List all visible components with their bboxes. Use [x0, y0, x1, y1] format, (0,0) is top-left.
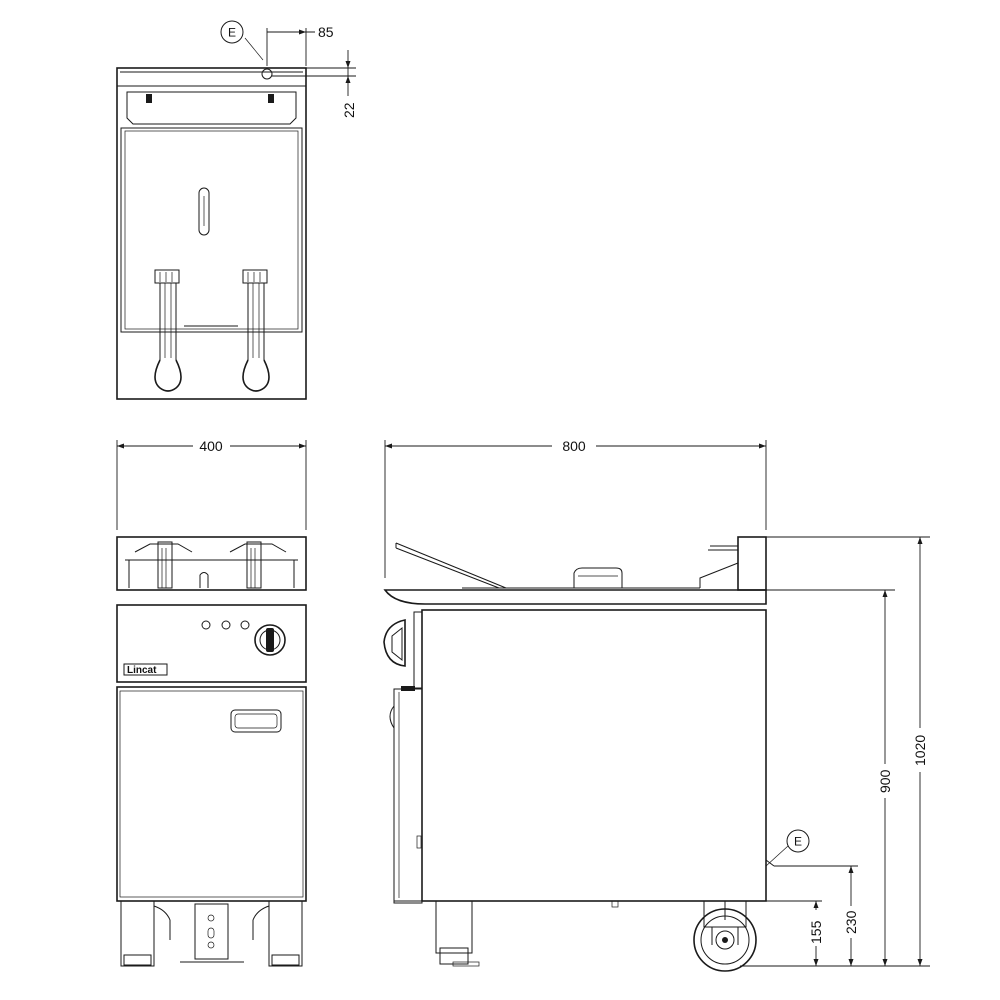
dim-85: 85 — [266, 24, 334, 66]
svg-text:900: 900 — [877, 769, 893, 793]
top-view — [116, 37, 307, 400]
brand-logo: Lincat — [127, 665, 157, 676]
svg-text:800: 800 — [562, 438, 586, 454]
dim-230: 230 — [843, 866, 859, 966]
dim-22: 22 — [272, 50, 357, 118]
dim-900: 900 — [877, 590, 893, 966]
marker-letter: E — [794, 835, 802, 849]
left-basket-handle — [154, 269, 182, 392]
dim-400: 400 — [116, 438, 307, 530]
connection-marker-side: E — [765, 829, 810, 867]
connection-marker-top: E — [220, 20, 244, 44]
svg-text:400: 400 — [199, 438, 223, 454]
marker-letter: E — [228, 26, 236, 40]
dim-1020: 1020 — [912, 537, 928, 966]
svg-text:155: 155 — [808, 920, 824, 944]
svg-text:22: 22 — [341, 102, 357, 118]
svg-text:1020: 1020 — [912, 735, 928, 766]
svg-text:230: 230 — [843, 910, 859, 934]
dim-800: 800 — [384, 438, 767, 578]
dim-155: 155 — [808, 901, 824, 966]
front-view: Lincat — [116, 536, 307, 967]
right-basket-handle — [242, 269, 270, 392]
side-view — [383, 536, 775, 972]
svg-text:85: 85 — [318, 24, 334, 40]
height-extension-lines — [740, 536, 930, 967]
